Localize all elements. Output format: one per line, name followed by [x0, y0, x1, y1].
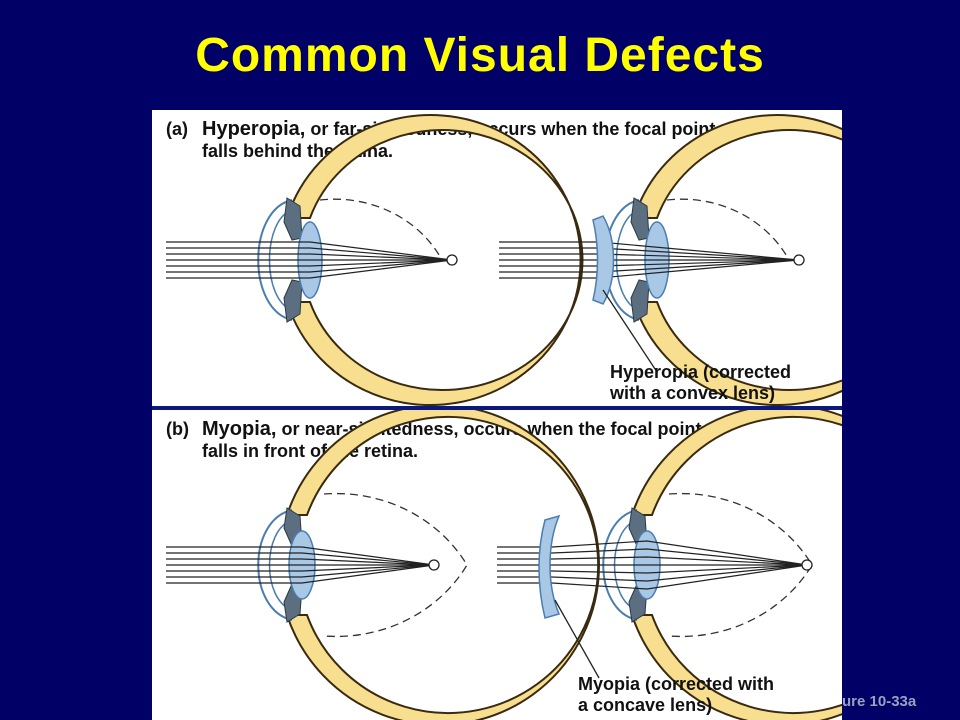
retina-dashed-line — [323, 492, 468, 638]
myopia-term: Myopia, — [202, 418, 277, 440]
myopia-diagram — [166, 410, 842, 720]
concave-corrective-lens — [538, 514, 561, 619]
light-rays — [166, 241, 453, 279]
retina-dashed-line — [668, 492, 813, 638]
ciliary-body-top — [283, 197, 303, 241]
ciliary-body-bottom — [283, 279, 303, 323]
callout-leader — [602, 289, 658, 373]
myopia-callout: Myopia (corrected with a concave lens) — [578, 674, 774, 716]
hyperopia-eye-corrected — [499, 114, 842, 406]
hyperopia-tag: (a) — [166, 119, 188, 139]
myopia-eye-corrected — [497, 410, 842, 720]
myopia-caption-line2: falls in front of the retina. — [202, 441, 419, 461]
retina-dashed-line — [319, 198, 443, 261]
convex-corrective-lens — [592, 215, 615, 305]
hyperopia-term: Hyperopia, — [202, 118, 306, 140]
ciliary-body-top — [630, 197, 650, 241]
hyperopia-eye-uncorrected — [166, 114, 584, 406]
myopia-panel: (b)Myopia, or near-sightedness, occurs w… — [152, 410, 842, 720]
myopia-callout-line2: a concave lens) — [578, 695, 713, 715]
focal-point — [793, 254, 805, 266]
figure-reference: ure 10-33a — [842, 693, 917, 710]
focal-point — [446, 254, 458, 266]
focal-point — [428, 559, 440, 571]
hyperopia-panel: (a)Hyperopia, or far-sightedness, occurs… — [152, 110, 842, 406]
slide-title: Common Visual Defects — [195, 29, 765, 82]
callout-leader — [554, 599, 600, 679]
light-rays — [166, 546, 435, 584]
hyperopia-callout-line2: with a convex lens) — [610, 383, 776, 403]
focal-point — [801, 559, 813, 571]
ciliary-body-bottom — [630, 279, 650, 323]
hyperopia-callout: Hyperopia (corrected with a convex lens) — [610, 362, 791, 404]
myopia-callout-line1: Myopia (corrected with — [578, 674, 775, 694]
light-rays — [497, 540, 808, 590]
myopia-eye-uncorrected — [166, 410, 600, 720]
retina-dashed-line — [666, 198, 790, 261]
myopia-tag: (b) — [166, 419, 189, 439]
hyperopia-diagram — [166, 114, 842, 406]
hyperopia-callout-line1: Hyperopia (corrected — [610, 362, 792, 382]
panel-divider — [152, 406, 842, 410]
